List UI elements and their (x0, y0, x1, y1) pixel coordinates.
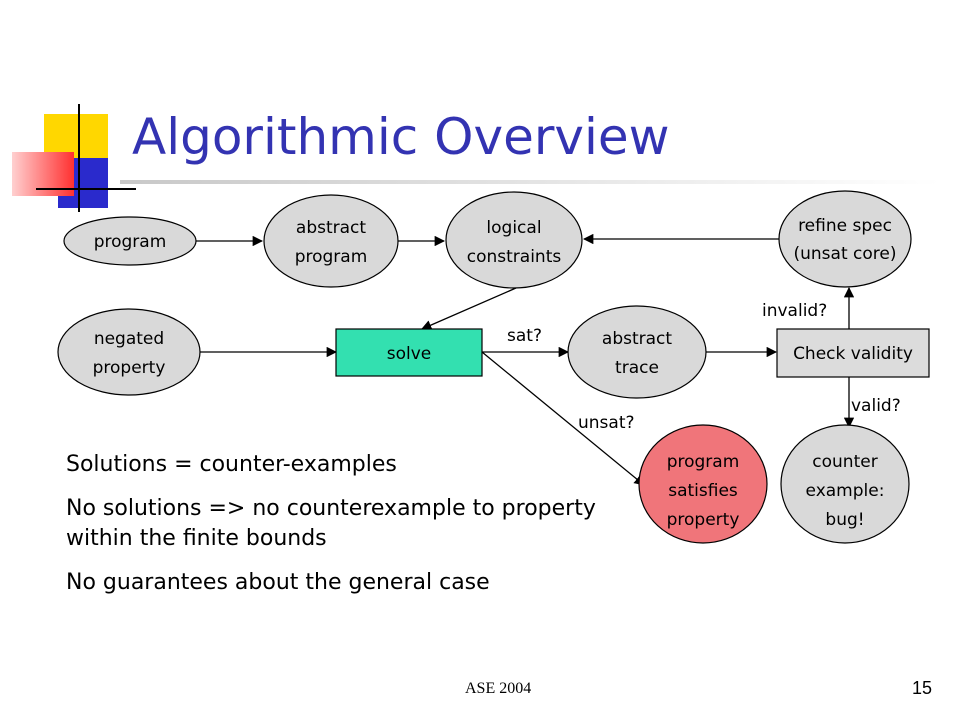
node-program-satisfies-line3: property (667, 510, 740, 530)
node-refine-spec-line1: refine spec (798, 216, 892, 236)
node-abstract-trace: abstract trace (567, 305, 707, 399)
node-program-label: program (94, 232, 167, 252)
node-solve: solve (335, 328, 483, 377)
node-refine-spec-shape (778, 190, 912, 288)
node-abstract-program-shape (263, 194, 399, 288)
node-solve-shape (335, 328, 483, 377)
deco-horizontal-line (36, 188, 136, 190)
node-counter-example-line1: counter (812, 452, 877, 472)
node-counter-example-line3: bug! (825, 510, 864, 530)
edge-label-invalid: invalid? (762, 301, 827, 321)
node-negated-property-shape (57, 308, 201, 396)
node-negated-property-line2: property (93, 358, 166, 378)
edges (196, 233, 855, 486)
node-abstract-trace-shape (567, 305, 707, 399)
node-check-validity-label: Check validity (793, 344, 913, 364)
node-program-satisfies-line2: satisfies (668, 481, 738, 501)
node-logical-constraints-line2: constraints (467, 247, 562, 267)
node-abstract-program-line1: abstract (296, 218, 366, 238)
node-logical-constraints-shape (445, 191, 583, 289)
deco-vertical-line (78, 104, 80, 212)
node-program-satisfies: program satisfies property (638, 424, 768, 544)
title-rule (120, 180, 940, 184)
node-negated-property: negated property (57, 308, 201, 396)
slide-title: Algorithmic Overview (132, 108, 670, 166)
bullet-item: Solutions = counter-examples (66, 452, 397, 477)
edge-label-valid: valid? (851, 396, 901, 416)
bullet-item: No guarantees about the general case (66, 570, 490, 595)
node-program-satisfies-shape (638, 424, 768, 544)
node-solve-label: solve (387, 344, 432, 364)
bullet-list: Solutions = counter-examples No solution… (66, 450, 626, 612)
corner-decoration (0, 100, 140, 220)
node-abstract-program-line2: program (295, 247, 368, 267)
edge-label-unsat: unsat? (578, 413, 635, 433)
bullet-item: No solutions => no counterexample to pro… (66, 496, 596, 551)
node-program-shape (63, 216, 197, 266)
edge-logical-constraints-to-solve (421, 287, 517, 331)
footer-text: ASE 2004 (465, 680, 532, 697)
node-counter-example: counter example: bug! (780, 424, 910, 544)
node-logical-constraints-line1: logical (486, 218, 541, 238)
node-counter-example-line2: example: (806, 481, 885, 501)
node-logical-constraints: logical constraints (445, 191, 583, 289)
node-check-validity-shape (776, 328, 930, 378)
edge-solve-to-program-satisfies (481, 351, 645, 486)
node-counter-example-shape (780, 424, 910, 544)
node-program: program (63, 216, 197, 266)
node-abstract-trace-line1: abstract (602, 329, 672, 349)
node-program-satisfies-line1: program (667, 452, 740, 472)
node-negated-property-line1: negated (94, 329, 164, 349)
node-check-validity: Check validity (776, 328, 930, 378)
node-abstract-program: abstract program (263, 194, 399, 288)
node-refine-spec: refine spec (unsat core) (778, 190, 912, 288)
node-refine-spec-line2: (unsat core) (794, 244, 897, 264)
node-abstract-trace-line2: trace (615, 358, 659, 378)
page-number: 15 (912, 678, 933, 698)
edge-label-sat: sat? (507, 326, 542, 346)
